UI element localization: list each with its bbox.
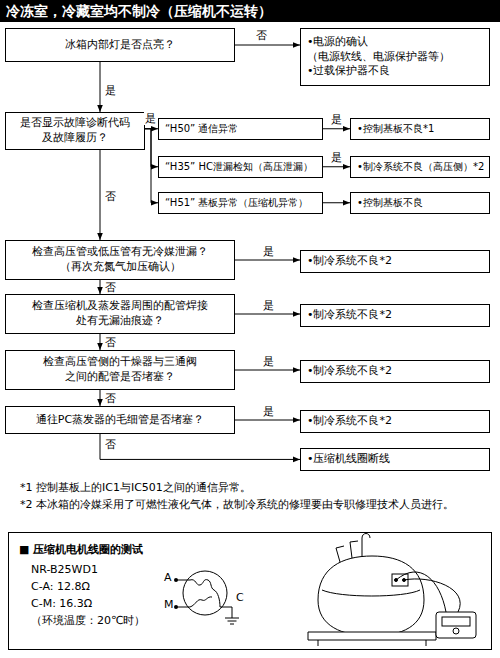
result-box: •制冷系统不良*2: [300, 410, 490, 433]
flow-arrow: [100, 62, 101, 112]
result-box: •制冷系统不良*2: [300, 360, 490, 383]
branch-label: 否: [104, 281, 117, 294]
node-text: •制冷系统不良*2: [307, 308, 483, 323]
flow-arrow: [100, 150, 101, 240]
terminal-label: A: [164, 570, 172, 585]
flow-arrow: [323, 202, 350, 203]
flow-arrow: [235, 314, 300, 315]
node-text: 冰箱内部灯是否点亮？: [12, 38, 228, 53]
node-text: （环境温度：20℃时）: [19, 612, 481, 629]
node-text: 检查高压管或低压管有无冷媒泄漏？ （再次充氮气加压确认）: [12, 245, 228, 275]
terminal-dot: [174, 578, 178, 609]
flow-arrow: [145, 129, 158, 203]
node-text: 检查高压管侧的干燥器与三通阀 之间的配管是否堵塞？: [12, 355, 228, 385]
node-text: “H51” 基板异常（压缩机异常）: [165, 196, 316, 210]
result-box: •制冷系统不良*2: [300, 250, 490, 273]
decision-box: 通往PC蒸发器的毛细管是否堵塞？: [5, 406, 235, 434]
branch-label: 是: [144, 112, 157, 125]
decision-box: 是否显示故障诊断代码 及故障履历？: [5, 112, 145, 150]
test-info-panel: ■ 压缩机电机线圈的测试 NR-B25WD1C-A: 12.8ΩC-M: 16.3…: [8, 532, 492, 650]
branch-label: 是: [330, 151, 343, 164]
node-text: •压缩机线圈断线: [307, 452, 483, 467]
flow-arrow: [100, 334, 101, 350]
flow-arrow: [235, 370, 300, 371]
tester-illustration: [436, 612, 476, 638]
node-text: •制冷系统不良（高压侧）*2: [357, 160, 483, 174]
decision-box: 检查高压管或低压管有无冷媒泄漏？ （再次充氮气加压确认）: [5, 240, 235, 280]
flow-arrow: [100, 434, 300, 459]
error-code-box: “H50” 通信异常: [158, 118, 323, 140]
branch-label: 是: [262, 245, 275, 258]
terminal-label: M: [164, 597, 174, 612]
branch-label: 否: [104, 190, 117, 203]
result-box: •压缩机线圈断线: [300, 448, 490, 471]
result-box: •制冷系统不良*2: [300, 304, 490, 327]
motor-coil-symbol: [176, 571, 239, 624]
branch-label: 是: [262, 405, 275, 418]
node-text: •控制基板不良*1: [357, 122, 483, 136]
node-text: •过载保护器不良: [307, 64, 483, 79]
flow-arrow: [235, 420, 300, 421]
footnote: *1 控制基板上的IC1与IC501之间的通信异常。: [20, 480, 490, 495]
node-text: “H50” 通信异常: [165, 122, 316, 136]
node-text: •制冷系统不良*2: [307, 414, 483, 429]
decision-box: 检查高压管侧的干燥器与三通阀 之间的配管是否堵塞？: [5, 350, 235, 390]
flow-arrow: [323, 166, 350, 167]
result-box: •控制基板不良*1: [350, 118, 490, 140]
title-band: 冷冻室，冷藏室均不制冷（压缩机不运转）: [0, 0, 500, 22]
flow-arrow: [323, 128, 350, 129]
terminal-label: C: [236, 590, 244, 605]
node-text: NR-B25WD1: [19, 561, 481, 578]
error-code-box: “H35” HC泄漏检知（高压泄漏）: [158, 156, 323, 178]
branch-label: 是: [104, 84, 117, 97]
branch-label: 否: [104, 392, 117, 405]
branch-label: 否: [104, 438, 117, 451]
node-text: C-M: 16.3Ω: [19, 595, 481, 612]
node-text: “H35” HC泄漏检知（高压泄漏）: [165, 160, 316, 174]
branch-label: 是: [262, 299, 275, 312]
branch-label: 否: [255, 29, 268, 42]
node-text: •控制基板不良: [357, 196, 483, 210]
node-text: （电源软线、电源保护器等）: [307, 50, 483, 65]
result-box: •电源的确认（电源软线、电源保护器等）•过载保护器不良: [300, 28, 490, 86]
branch-label: 是: [262, 355, 275, 368]
node-text: •电源的确认: [307, 35, 483, 50]
panel-heading: ■ 压缩机电机线圈的测试: [19, 541, 481, 558]
branch-label: 是: [330, 113, 343, 126]
flow-arrow: [100, 280, 101, 294]
decision-box: 冰箱内部灯是否点亮？: [5, 28, 235, 62]
flow-arrow: [235, 45, 300, 46]
result-box: •控制基板不良: [350, 192, 490, 214]
node-text: C-A: 12.8Ω: [19, 578, 481, 595]
error-code-box: “H51” 基板异常（压缩机异常）: [158, 192, 323, 214]
decision-box: 检查压缩机及蒸发器周围的配管焊接 处有无漏油痕迹？: [5, 294, 235, 334]
node-text: 检查压缩机及蒸发器周围的配管焊接 处有无漏油痕迹？: [12, 299, 228, 329]
flow-arrow: [235, 260, 300, 261]
footnote: *2 本冰箱的冷媒采用了可燃性液化气体，故制冷系统的修理要由专职修理技术人员进行…: [20, 497, 490, 512]
result-box: •制冷系统不良（高压侧）*2: [350, 156, 490, 178]
node-text: •制冷系统不良*2: [307, 364, 483, 379]
node-text: •制冷系统不良*2: [307, 254, 483, 269]
branch-label: 否: [104, 336, 117, 349]
flow-arrow: [100, 390, 101, 406]
node-text: 是否显示故障诊断代码 及故障履历？: [12, 116, 138, 146]
node-text: 通往PC蒸发器的毛细管是否堵塞？: [12, 413, 228, 428]
